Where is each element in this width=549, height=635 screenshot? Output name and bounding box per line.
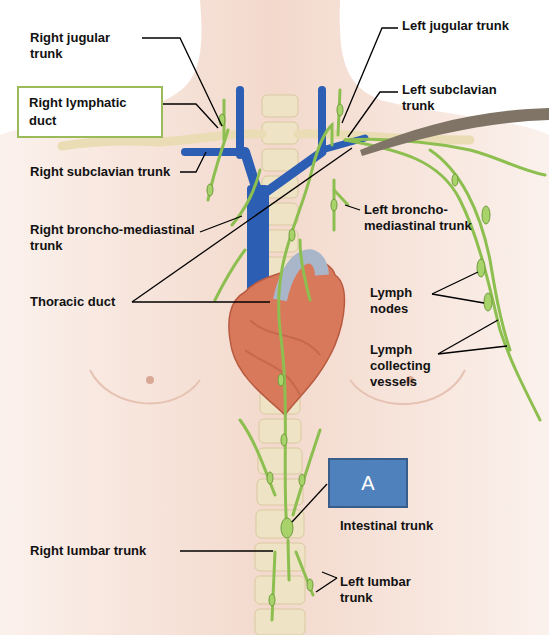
answer-box: A bbox=[328, 458, 408, 508]
node-text: A bbox=[361, 471, 374, 496]
callout-box: Right lymphatic duct bbox=[17, 86, 163, 138]
structure-label: Thoracic duct bbox=[30, 294, 140, 310]
structure-label: Left lumbar trunk bbox=[340, 574, 440, 606]
structure-label: Right lumbar trunk bbox=[30, 543, 180, 559]
structure-label: Intestinal trunk bbox=[340, 518, 440, 534]
structure-label: Right subclavian trunk bbox=[30, 164, 175, 180]
structure-label: Right broncho-mediastinal trunk bbox=[30, 222, 200, 254]
structure-label: Left jugular trunk bbox=[402, 18, 512, 34]
structure-label: Lymph collecting vessels bbox=[370, 342, 450, 390]
node-text: Right lymphatic duct bbox=[29, 94, 151, 130]
structure-label: Left subclavian trunk bbox=[402, 82, 522, 114]
structure-label: Right jugular trunk bbox=[30, 30, 142, 62]
structure-label: Lymph nodes bbox=[370, 285, 432, 317]
structure-label: Left broncho-mediastinal trunk bbox=[364, 202, 472, 234]
